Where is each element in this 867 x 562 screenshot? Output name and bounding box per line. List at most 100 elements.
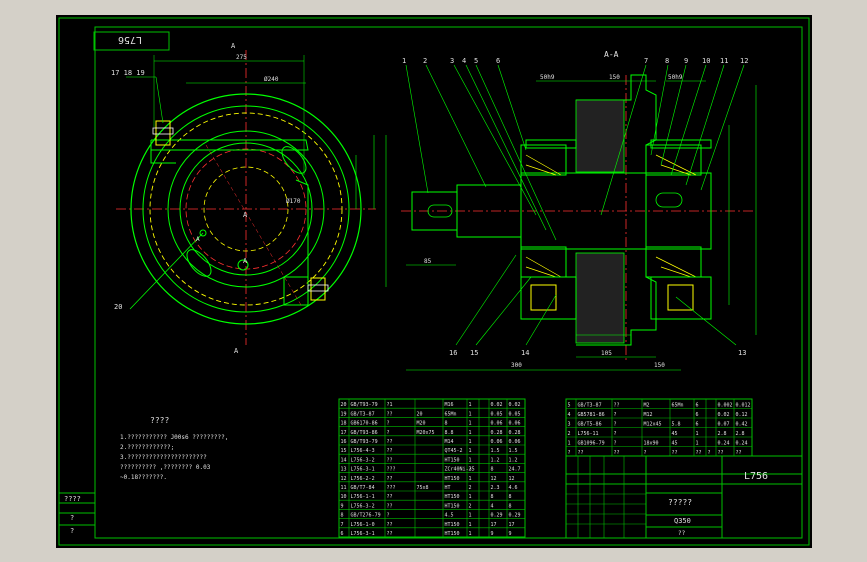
bom-left-cell: 1 — [469, 430, 472, 436]
bom-right-cell: 65Mn — [672, 403, 684, 409]
bom-left-cell: 9 — [509, 531, 512, 537]
callout-15: 15 — [470, 349, 478, 357]
left-strip: ???? ? ? — [59, 492, 95, 535]
callout-6: 6 — [496, 57, 500, 65]
title-name: ????? — [668, 498, 692, 507]
callout-13: 13 — [738, 349, 746, 357]
bom-left-cell: 8 — [509, 503, 512, 509]
bom-right-cell: ? — [614, 412, 617, 418]
bom-left-cell: 1 — [469, 531, 472, 537]
bom-left-cell: QT45-2 — [445, 448, 463, 454]
bom-right-cell: 6 — [696, 412, 699, 418]
bom-left-cell: GB6170-86 — [351, 421, 378, 427]
left-view: 275 Ø240 Ø170 17 18 19 20 A A A A A — [111, 42, 376, 355]
bom-left-cell: M14 — [445, 439, 454, 445]
dim-d10: 50h9 — [668, 74, 683, 81]
bom-left-cell: 1 — [469, 402, 472, 408]
bom-left-cell: L756-1-0 — [351, 522, 375, 528]
bom-left-cell: 8 — [341, 513, 344, 519]
bom-left-cell: 0.28 — [491, 430, 503, 436]
bom-left-cell: L756-3-1 — [351, 467, 375, 473]
callout-9: 9 — [684, 57, 688, 65]
bom-right-cell: ?? — [614, 450, 620, 456]
bom-left-cell: 0.29 — [491, 513, 503, 519]
bom-left-cell: 13 — [341, 467, 347, 473]
callout-2: 2 — [423, 57, 427, 65]
bom-right-cell: GB5781-86 — [578, 412, 605, 418]
bom-right-cell: ? — [614, 431, 617, 437]
bom-right-cell: GB/T5-86 — [578, 422, 602, 428]
bom-left-cell: 7 — [341, 522, 344, 528]
bom-left-cell: L756-3-2 — [351, 457, 375, 463]
bom-right-cell: 0.24 — [736, 441, 748, 447]
left-strip-1: ? — [70, 514, 74, 522]
callout-8: 8 — [665, 57, 669, 65]
bom-left-cell: ? — [387, 430, 390, 436]
bom-right-cell: GB1096-79 — [578, 441, 605, 447]
bom-left-cell: 65Mn — [445, 411, 457, 417]
bom-left-cell: 1 — [469, 457, 472, 463]
bom-left-cell: GB/T3-87 — [351, 411, 375, 417]
bom-left-cell: 1.5 — [491, 448, 500, 454]
bom-left-cell: 1.2 — [491, 457, 500, 463]
callout-14: 14 — [521, 349, 529, 357]
inner-frame — [94, 26, 803, 539]
bom-left-cell: ?? — [387, 503, 393, 509]
bom-right-cell: 1 — [696, 441, 699, 447]
bom-left-cell: 14 — [341, 457, 347, 463]
bom-left-cell: L756-3-2 — [351, 503, 375, 509]
bom-right-cell: 6 — [696, 422, 699, 428]
bom-left-cell: ?? — [387, 457, 393, 463]
bom-left-cell: 12 — [341, 476, 347, 482]
title-small: ?? — [678, 530, 686, 537]
bom-right-cell: ?? — [578, 450, 584, 456]
bom-left-cell: 18 — [341, 421, 347, 427]
bom-left-cell: 20 — [341, 402, 347, 408]
bom-right-cell: M2 — [644, 403, 650, 409]
section-view: A-A 15 — [385, 50, 757, 371]
callout-12: 12 — [740, 57, 748, 65]
bom-left-cell: 1.5 — [509, 448, 518, 454]
bom-right-cell: ?? — [672, 450, 678, 456]
callout-left-0: 17 18 19 — [111, 69, 145, 77]
code-box-text: L756 — [118, 34, 142, 45]
bom-right-cell: ?? — [614, 403, 620, 409]
bom-right-cell: 18x90 — [644, 441, 659, 447]
bom-left-cell: M20x75 — [417, 430, 435, 436]
bom-right-cell: 45 — [672, 431, 678, 437]
title-material: Q350 — [674, 517, 691, 525]
bom-left-cell: ?? — [387, 439, 393, 445]
bom-right-cell: L756-11 — [578, 431, 599, 437]
cad-drawing: ???? ? ? L756 — [58, 17, 810, 546]
bom-right-cell: 0.24 — [718, 441, 730, 447]
bom-left-cell: 4 — [491, 503, 494, 509]
bom-left-cell: 2 — [469, 485, 472, 491]
bom-left-cell: 15 — [341, 448, 347, 454]
bom-left-cell: 1 — [469, 421, 472, 427]
bom-left-cell: 17 — [341, 430, 347, 436]
bom-left-cell: 0.28 — [509, 430, 521, 436]
bom-left-cell: 1 — [469, 448, 472, 454]
bom-left-cell: 1.2 — [509, 457, 518, 463]
bom-left-cell: 17 — [509, 522, 515, 528]
bom-left-cell: 1 — [469, 513, 472, 519]
bom-left-cell: HT150 — [445, 522, 460, 528]
bom-left-cell: ZCr40Ni-35 — [445, 467, 475, 473]
view-mark: A — [243, 257, 248, 265]
bom-left-cell: HT150 — [445, 531, 460, 537]
bom-left-cell: HT — [445, 485, 451, 491]
callout-left-1: 20 — [114, 303, 122, 311]
bom-left-cell: GB/T7-84 — [351, 485, 375, 491]
dim-d3: Ø170 — [286, 198, 301, 205]
bom-left-cell: ?1 — [387, 402, 393, 408]
bom-right-cell: 45 — [672, 441, 678, 447]
bom-right-cell: 0.02 — [718, 412, 730, 418]
bom-left-cell: ?? — [387, 531, 393, 537]
bom-left-cell: 0.02 — [509, 402, 521, 408]
callout-16: 16 — [449, 349, 457, 357]
bom-left-cell: ??? — [387, 467, 396, 473]
bom-right-cell: 2.8 — [736, 431, 745, 437]
bom-right-cell: ?? — [696, 450, 702, 456]
bom-left-cell: M20 — [417, 421, 426, 427]
